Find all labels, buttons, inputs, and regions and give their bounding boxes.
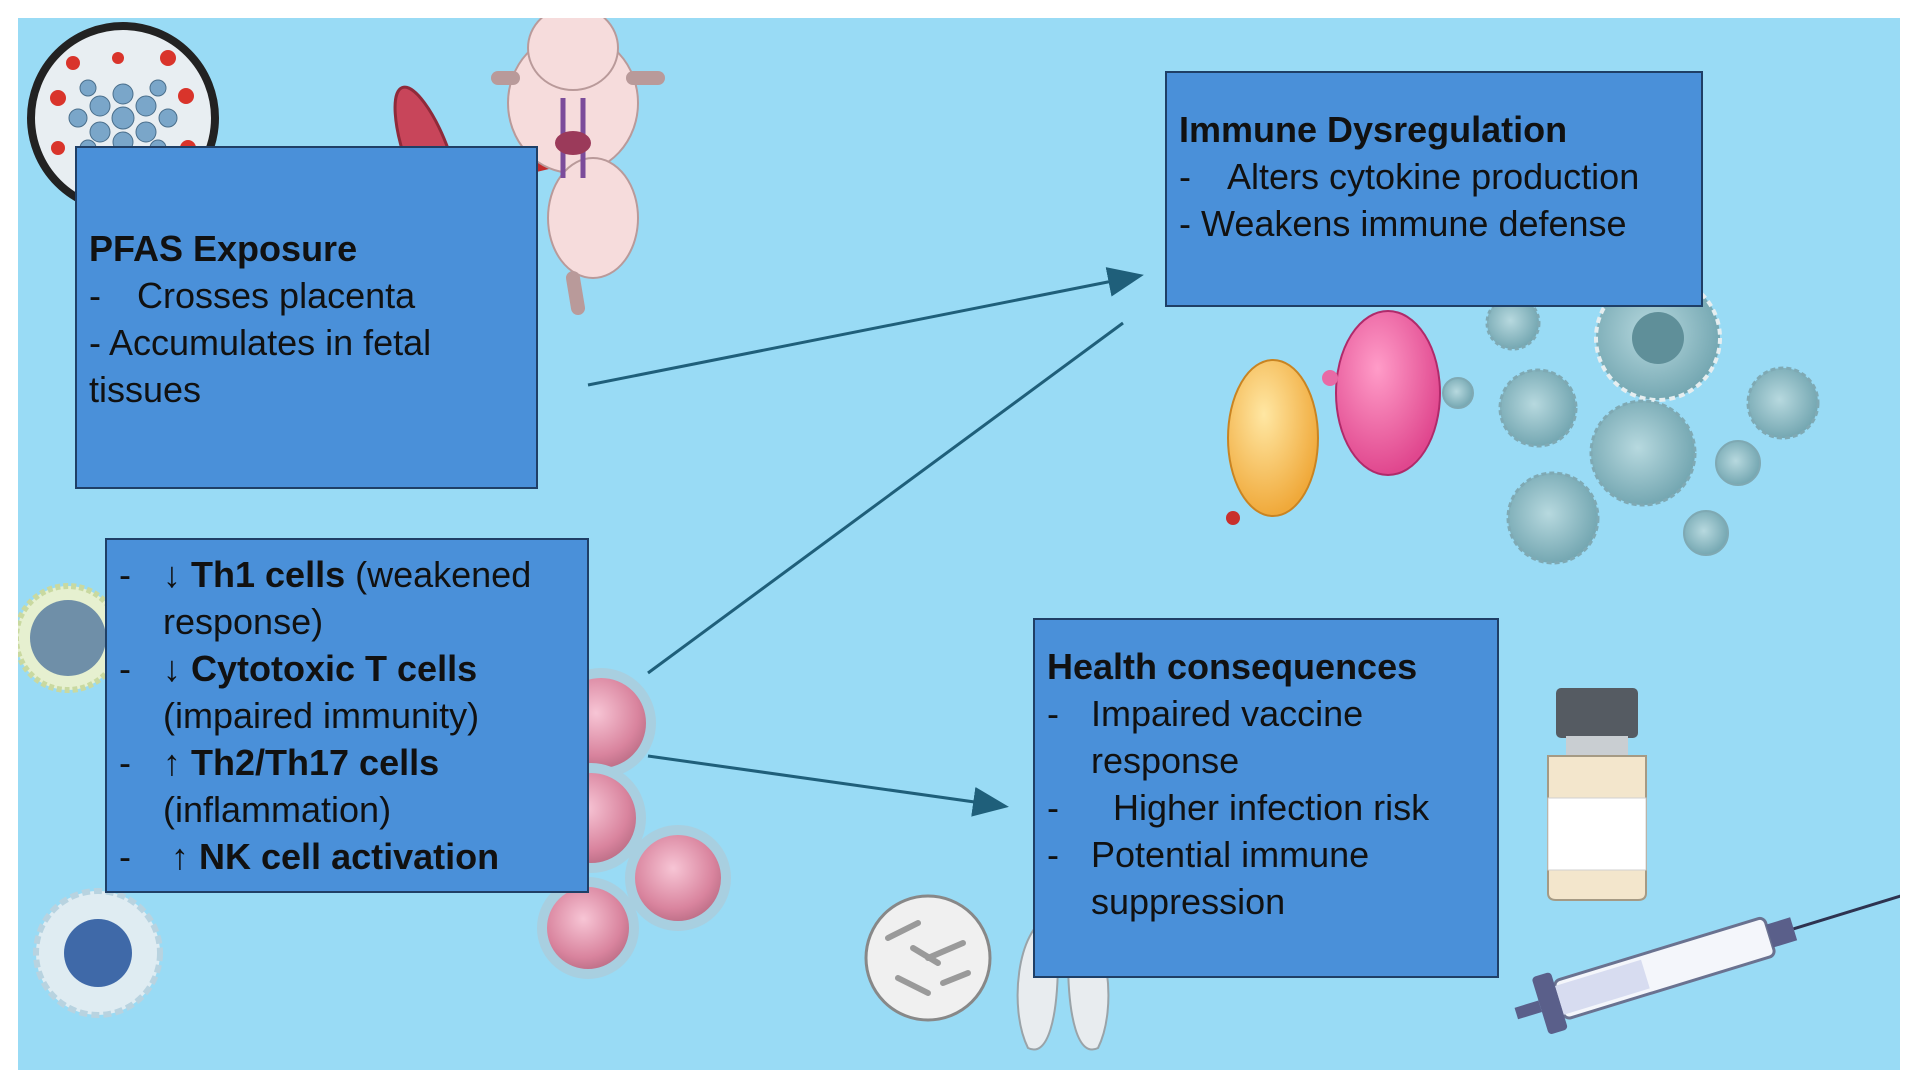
pfas-bullet-2: - Accumulates in fetal xyxy=(89,322,432,363)
vaccine-vial-icon xyxy=(1547,688,1647,901)
health-bullet-3: -Potential immune xyxy=(1047,834,1370,875)
health-consequences-box: Health consequences -Impaired vaccine re… xyxy=(1033,618,1499,978)
pfas-exposure-box: PFAS Exposure - Crosses placenta - Accum… xyxy=(75,146,538,489)
th2-th17-cells-item-cont: (inflammation) xyxy=(163,789,392,830)
th1-cells-item: -↓ Th1 cells (weakened xyxy=(119,554,532,595)
health-consequences-title: Health consequences xyxy=(1047,646,1418,687)
th1-cells-item-cont: response) xyxy=(163,601,324,642)
lymphocyte-left-icon xyxy=(18,583,123,693)
dendritic-cell-icon xyxy=(33,888,163,1018)
cytotoxic-t-cells-item: -↓ Cytotoxic T cells xyxy=(119,648,478,689)
t-cell-changes-box: -↓ Th1 cells (weakened response) -↓ Cyto… xyxy=(105,538,589,893)
diagram-canvas: PFAS Exposure - Crosses placenta - Accum… xyxy=(18,18,1900,1070)
th2-th17-cells-item: -↑ Th2/Th17 cells xyxy=(119,742,440,783)
arrow-cells-to-health xyxy=(647,754,1009,817)
health-bullet-1-cont: response xyxy=(1091,740,1240,781)
syringe-icon xyxy=(1514,892,1900,1034)
immune-dysregulation-title: Immune Dysregulation xyxy=(1179,109,1568,150)
health-bullet-1: -Impaired vaccine xyxy=(1047,693,1364,734)
immune-dysregulation-box: Immune Dysregulation - Alters cytokine p… xyxy=(1165,71,1703,307)
pfas-bullet-2-continued: tissues xyxy=(89,369,202,410)
arrow-pfas-to-immune xyxy=(587,267,1144,387)
cytotoxic-t-cells-item-cont: (impaired immunity) xyxy=(163,695,480,736)
pfas-exposure-title: PFAS Exposure xyxy=(89,228,358,269)
immune-cells-cluster-icon xyxy=(1226,274,1820,565)
flow-arrows xyxy=(587,267,1144,817)
immune-bullet-2: - Weakens immune defense xyxy=(1179,203,1627,244)
pfas-bullet-1: - Crosses placenta xyxy=(89,275,416,316)
health-bullet-2: -Higher infection risk xyxy=(1047,787,1430,828)
arrow-cells-to-immune xyxy=(647,321,1124,675)
health-bullet-3-cont: suppression xyxy=(1091,881,1286,922)
nk-cell-activation-item: -↑ NK cell activation xyxy=(119,836,500,877)
immune-bullet-1: - Alters cytokine production xyxy=(1179,156,1640,197)
